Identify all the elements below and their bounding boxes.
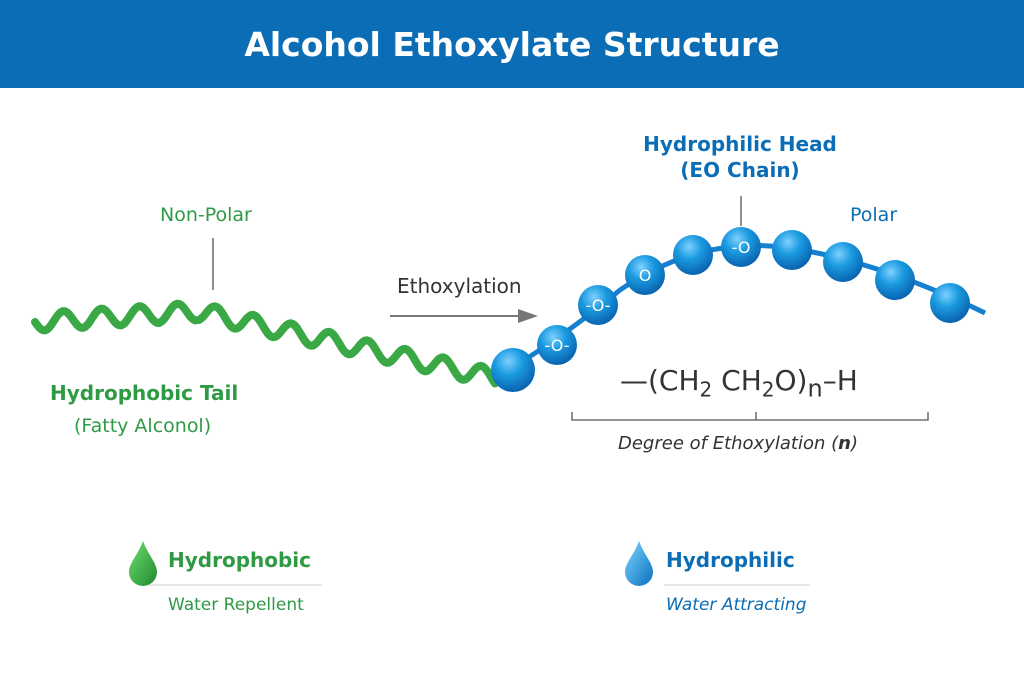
eo-bead — [772, 230, 812, 270]
eo-bead — [537, 325, 577, 365]
non-polar-label: Non-Polar — [160, 204, 252, 226]
degree-label: Degree of Ethoxylation (n) — [618, 433, 858, 454]
bead-oxygen-label: O — [639, 266, 652, 285]
formula-subscript: 2 — [699, 377, 713, 402]
chemical-formula: —(CH2 CH2O)n–H — [620, 364, 858, 403]
bead-oxygen-label: -O- — [585, 296, 610, 315]
eo-bead — [673, 235, 713, 275]
degree-close: ) — [850, 433, 858, 454]
degree-n: n — [838, 433, 851, 454]
eo-bead — [491, 348, 535, 392]
legend-hydrophilic-subtitle: Water Attracting — [666, 595, 807, 615]
legend-hydrophilic-title: Hydrophilic — [666, 548, 795, 572]
tail-name: Hydrophobic Tail — [50, 381, 239, 405]
page-title: Alcohol Ethoxylate Structure — [244, 24, 780, 64]
eo-bead — [721, 227, 761, 267]
bead-oxygen-label: -O — [732, 238, 751, 257]
eo-bead — [875, 260, 915, 300]
formula-prefix: —(CH — [620, 364, 700, 397]
bead-oxygen-label: -O- — [544, 336, 569, 355]
head-name-line1: Hydrophilic Head — [643, 132, 837, 156]
head-name-line2: (EO Chain) — [680, 158, 800, 182]
tail-subname: (Fatty Alconol) — [74, 415, 212, 437]
legend-hydrophobic-subtitle: Water Repellent — [168, 595, 304, 615]
formula-mid: CH — [712, 364, 762, 397]
green-drop-icon — [129, 541, 157, 586]
formula-n: n — [807, 374, 823, 403]
polar-label: Polar — [850, 204, 898, 226]
eo-bead — [930, 283, 970, 323]
legend-hydrophobic-title: Hydrophobic — [168, 548, 312, 572]
formula-suffix: –H — [822, 364, 858, 397]
head-name: Hydrophilic Head (EO Chain) — [620, 131, 860, 183]
degree-text: Degree of Ethoxylation ( — [618, 433, 839, 454]
eo-bead — [578, 285, 618, 325]
formula-after: O) — [774, 364, 808, 397]
blue-drop-icon — [625, 541, 653, 586]
arrow-head-icon — [518, 309, 538, 323]
title-banner: Alcohol Ethoxylate Structure — [0, 0, 1024, 88]
formula-subscript: 2 — [761, 377, 775, 402]
hydrophobic-tail — [31, 299, 499, 388]
degree-bracket — [571, 412, 929, 421]
eo-bead — [823, 242, 863, 282]
ethoxylation-label: Ethoxylation — [397, 274, 522, 298]
eo-bead — [625, 255, 665, 295]
